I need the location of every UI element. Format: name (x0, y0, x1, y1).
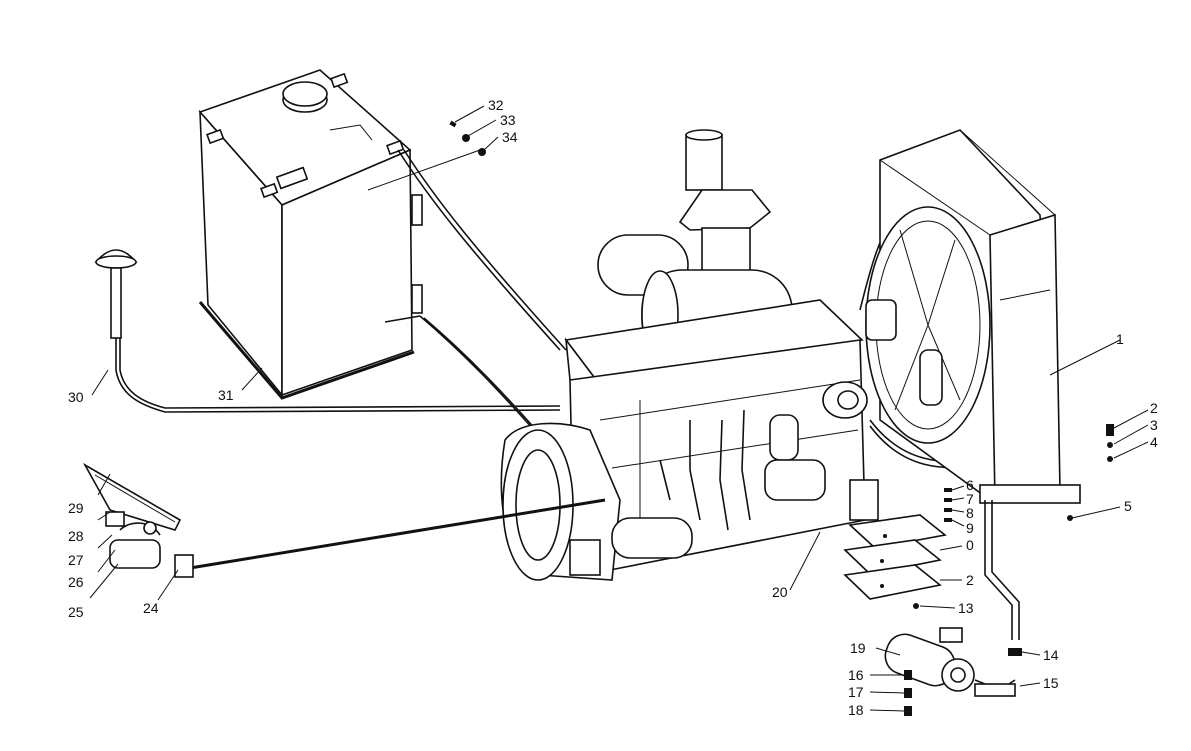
label-14: 14 (1043, 647, 1059, 663)
label-29: 29 (68, 500, 84, 516)
label-15: 15 (1043, 675, 1059, 691)
leader-lines (89, 105, 1149, 712)
label-25: 25 (68, 604, 84, 620)
label-17: 17 (848, 684, 864, 700)
bolt-5-icon (1067, 515, 1073, 521)
label-34: 34 (502, 129, 518, 145)
label-18: 18 (848, 702, 864, 718)
label-9: 9 (966, 520, 974, 536)
label-16: 16 (848, 667, 864, 683)
label-19: 19 (850, 640, 866, 656)
label-24: 24 (143, 600, 159, 616)
label-13: 13 (958, 600, 974, 616)
label-12: 2 (966, 572, 974, 588)
label-3: 3 (1150, 417, 1158, 433)
label-2: 2 (1150, 400, 1158, 416)
hardware-14 (1008, 648, 1022, 656)
lower-assembly-icon (884, 627, 1016, 697)
label-4: 4 (1150, 434, 1158, 450)
label-20: 20 (772, 584, 788, 600)
label-28: 28 (68, 528, 84, 544)
bolt-13-icon (913, 603, 919, 609)
shim-plates-icon (843, 514, 947, 600)
label-27: 27 (68, 552, 84, 568)
part-labels: 1 2 3 4 5 6 7 8 9 0 2 13 14 15 16 17 18 … (68, 97, 1158, 718)
label-33: 33 (500, 112, 516, 128)
cooling-fan-icon (865, 206, 991, 444)
dipstick-icon (94, 249, 561, 413)
throttle-pedal-icon (82, 462, 194, 578)
label-30: 30 (68, 389, 84, 405)
hardware-2-4 (1106, 424, 1114, 462)
label-32: 32 (488, 97, 504, 113)
fuel-tank-icon (198, 69, 423, 400)
label-5: 5 (1124, 498, 1132, 514)
label-7: 7 (966, 491, 974, 507)
engine-icon (189, 129, 1001, 581)
label-1: 1 (1116, 331, 1124, 347)
label-6: 6 (966, 477, 974, 493)
label-26: 26 (68, 574, 84, 590)
label-31: 31 (218, 387, 234, 403)
label-10: 0 (966, 537, 974, 553)
hardware-32-34 (449, 120, 486, 156)
hardware-6-9 (944, 488, 952, 522)
label-8: 8 (966, 505, 974, 521)
hardware-16-18 (904, 670, 912, 716)
